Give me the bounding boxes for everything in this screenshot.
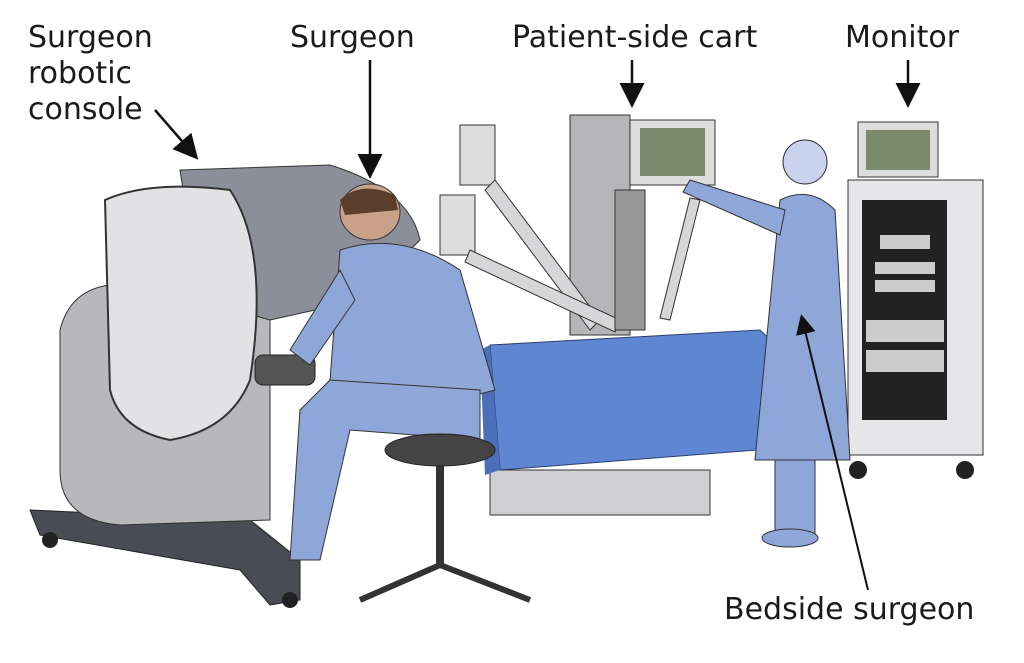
label-monitor: Monitor: [845, 20, 960, 55]
monitor-cart: [847, 121, 984, 479]
label-surgeon: Surgeon: [290, 20, 415, 55]
label-console-line3: console: [28, 92, 143, 127]
label-cart: Patient-side cart: [512, 20, 758, 55]
arrow-bedside: [796, 314, 869, 591]
label-console-line2: robotic: [28, 56, 133, 91]
label-console-line1: Surgeon: [28, 20, 153, 55]
label-bedside-surgeon: Bedside surgeon: [724, 592, 975, 627]
patient-side-cart: [439, 114, 716, 516]
surgeon-figure: [289, 183, 532, 603]
label-console: Surgeon robotic console: [28, 20, 153, 128]
arrow-console: [154, 109, 199, 160]
